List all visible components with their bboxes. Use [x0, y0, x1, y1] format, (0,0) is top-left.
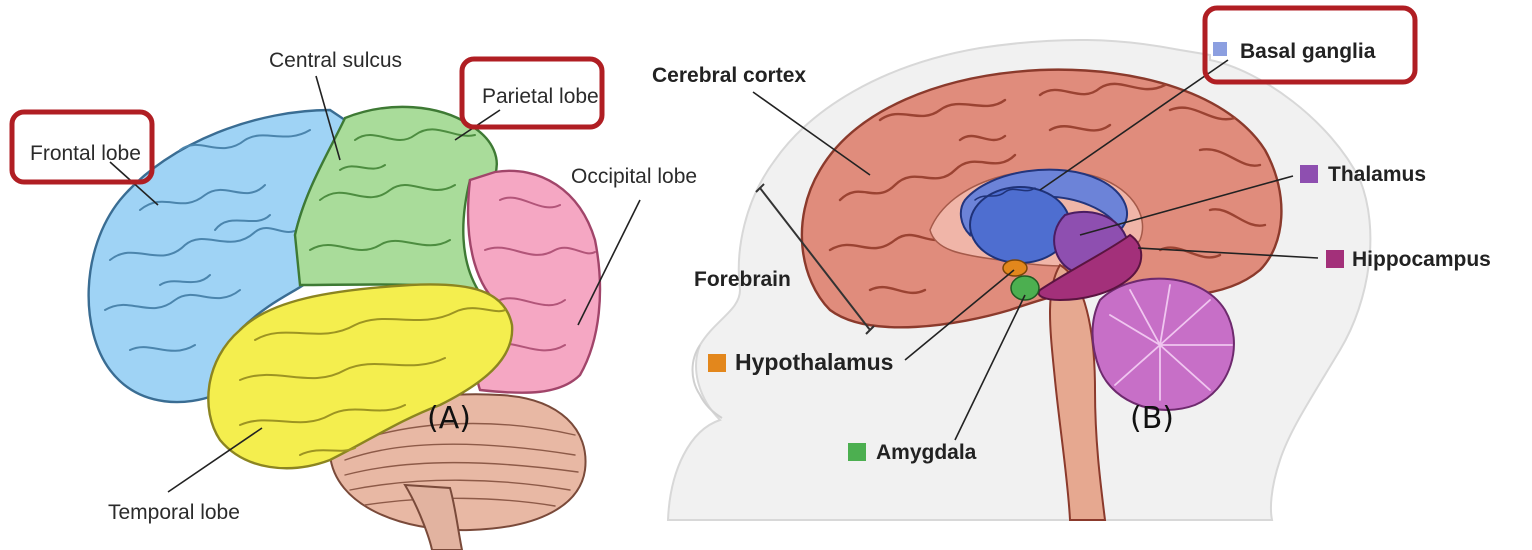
cerebellum-b-region	[1093, 279, 1234, 410]
label-cerebral-cortex: Cerebral cortex	[652, 64, 806, 87]
label-thalamus: Thalamus	[1328, 163, 1426, 186]
label-amygdala: Amygdala	[876, 441, 977, 464]
hippocampus-swatch	[1326, 250, 1344, 268]
label-basal-ganglia: Basal ganglia	[1240, 40, 1376, 63]
panel-a-letter: (A)	[427, 401, 471, 436]
hypothalamus-region	[1003, 260, 1027, 276]
label-temporal-lobe: Temporal lobe	[108, 501, 240, 524]
label-hippocampus: Hippocampus	[1352, 248, 1491, 271]
basal-ganglia-swatch	[1213, 42, 1227, 56]
label-frontal-lobe: Frontal lobe	[30, 142, 141, 165]
label-occipital-lobe: Occipital lobe	[571, 165, 697, 188]
panel-b-letter: (B)	[1130, 401, 1174, 436]
panel-a-lateral-brain: Central sulcus Parietal lobe Frontal lob…	[12, 49, 697, 550]
label-hypothalamus: Hypothalamus	[735, 349, 893, 375]
label-parietal-lobe: Parietal lobe	[482, 85, 599, 108]
label-forebrain: Forebrain	[694, 268, 791, 291]
amygdala-swatch	[848, 443, 866, 461]
hypothalamus-swatch	[708, 354, 726, 372]
label-central-sulcus: Central sulcus	[269, 49, 402, 72]
panel-b-sagittal-brain: Cerebral cortex Basal ganglia Thalamus H…	[652, 8, 1491, 520]
thalamus-swatch	[1300, 165, 1318, 183]
